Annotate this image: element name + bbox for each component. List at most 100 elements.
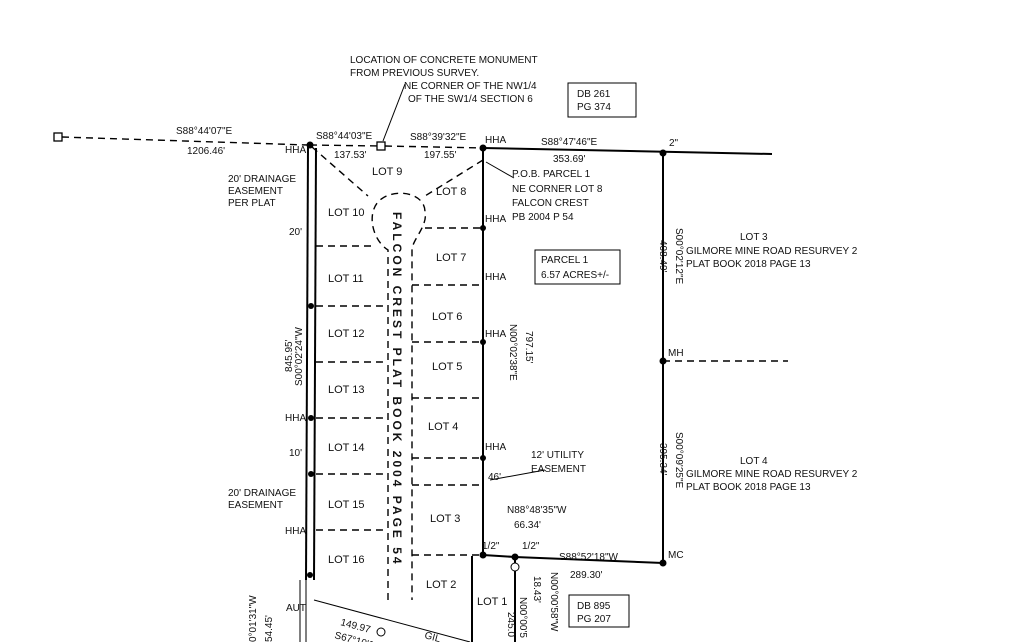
parcel-box xyxy=(534,249,621,285)
parcel-name: PARCEL 1 xyxy=(541,255,589,266)
bearing-n88: N88°48'35"W xyxy=(507,505,567,516)
bearing-s67: S67°10'1 xyxy=(333,630,375,642)
point-mh xyxy=(659,357,667,365)
point-mid-3 xyxy=(480,455,486,461)
pob-line2: NE CORNER LOT 8 xyxy=(512,184,603,195)
point-ne xyxy=(659,149,667,157)
utility-1: 12' UTILITY xyxy=(531,450,584,461)
bearing-west-dist: 845.95' xyxy=(284,339,295,372)
drainage-bottom-2: EASEMENT xyxy=(228,500,283,511)
bearing-sw-dist: 54.45' xyxy=(264,615,275,642)
bearing-n00-58: N00°00'58"W xyxy=(548,572,559,632)
deed-bottom-line2: PG 207 xyxy=(577,614,611,625)
lot-5: LOT 5 xyxy=(432,361,462,373)
parcel-area: 6.57 ACRES+/- xyxy=(541,270,609,281)
bearing-b2: S88°44'03"E xyxy=(316,131,372,142)
adj-lot3-sub2: PLAT BOOK 2018 PAGE 13 xyxy=(686,259,811,270)
bearing-n00-58-dist: 18.43' xyxy=(531,576,542,603)
point-pob xyxy=(479,144,487,152)
point-west-2 xyxy=(308,415,314,421)
hha-label-nw: HHA xyxy=(285,145,306,156)
point-mid-2 xyxy=(480,339,486,345)
adj-lot3-title: LOT 3 xyxy=(740,232,768,243)
dist-46: 46' xyxy=(488,472,501,483)
lot-7: LOT 7 xyxy=(436,252,466,264)
lot-15: LOT 15 xyxy=(328,499,365,511)
dist-10: 10' xyxy=(289,448,302,459)
bearing-mid: N00°02'38"E xyxy=(507,324,518,381)
lot-1: LOT 1 xyxy=(477,596,507,608)
mh-label: MH xyxy=(668,348,684,359)
street-name: FALCON CREST PLAT BOOK 2004 PAGE 54 xyxy=(390,212,404,567)
adj-lot4-title: LOT 4 xyxy=(740,456,768,467)
point-mid-south xyxy=(479,551,487,559)
deed-top-line1: DB 261 xyxy=(577,89,611,100)
bearing-east-upper-dist: 408.49' xyxy=(657,240,668,273)
pob-line4: PB 2004 P 54 xyxy=(512,212,574,223)
bearing-b3-dist: 197.55' xyxy=(424,150,457,161)
bearing-sw: 0°01'31"W xyxy=(248,595,259,642)
utility-2: EASEMENT xyxy=(531,464,586,475)
note-ne-corner-1: NE CORNER OF THE NW1/4 xyxy=(404,81,537,92)
hha-label-west1: HHA xyxy=(285,413,306,424)
drainage-top-1: 20' DRAINAGE xyxy=(228,174,296,185)
bearing-east-upper: S00°02'12"E xyxy=(673,228,684,284)
point-nw xyxy=(306,141,314,149)
pob-line3: FALCON CREST xyxy=(512,198,589,209)
deed-bottom-line1: DB 895 xyxy=(577,601,611,612)
half-inch-1: 1/2" xyxy=(482,541,500,552)
point-open-south xyxy=(376,627,386,637)
pob-line1: P.O.B. PARCEL 1 xyxy=(512,169,591,180)
bearing-b1-dist: 1206.46' xyxy=(187,146,225,157)
hha-label-west2: HHA xyxy=(285,526,306,537)
adj-lot4-sub2: PLAT BOOK 2018 PAGE 13 xyxy=(686,482,811,493)
lot-16: LOT 16 xyxy=(328,554,365,566)
lot-12: LOT 12 xyxy=(328,328,365,340)
survey-points xyxy=(306,141,667,637)
adj-lot4-sub1: GILMORE MINE ROAD RESURVEY 2 xyxy=(686,469,858,480)
monument-west-marker xyxy=(53,132,63,142)
adj-lot3-sub1: GILMORE MINE ROAD RESURVEY 2 xyxy=(686,246,858,257)
road-partial: GIL xyxy=(423,630,442,642)
deed-box-top xyxy=(567,82,637,118)
lot-6: LOT 6 xyxy=(432,311,462,323)
leader-lines xyxy=(382,83,546,481)
point-mid-1 xyxy=(480,225,486,231)
bearing-b3: S88°39'32"E xyxy=(410,132,466,143)
lot-11: LOT 11 xyxy=(328,273,364,285)
deed-top-line2: PG 374 xyxy=(577,102,611,113)
hha-label-mid3: HHA xyxy=(485,329,506,340)
deed-box-bottom xyxy=(568,594,630,628)
bearing-b4-dist: 353.69' xyxy=(553,154,586,165)
concrete-monument-marker xyxy=(376,141,386,151)
hha-label-mid4: HHA xyxy=(485,442,506,453)
mc-label: MC xyxy=(668,550,684,561)
hha-label-mid1: HHA xyxy=(485,214,506,225)
aut-label: AUT xyxy=(286,603,306,614)
bearing-n00-05: N00°00'5 xyxy=(517,597,528,638)
lot-10: LOT 10 xyxy=(328,207,365,219)
bearing-b1: S88°44'07"E xyxy=(176,126,232,137)
point-west-3 xyxy=(308,471,314,477)
hha-label-top: HHA xyxy=(485,135,506,146)
bearing-n00-05-dist: 245.0 xyxy=(505,612,516,637)
half-inch-2: 1/2" xyxy=(522,541,540,552)
bearing-s88: S88°52'18"W xyxy=(559,552,618,563)
bearing-s88-dist: 289.30' xyxy=(570,570,603,581)
lot-14: LOT 14 xyxy=(328,442,365,454)
point-west-4 xyxy=(307,572,313,578)
bearing-b2-dist: 137.53' xyxy=(334,150,367,161)
dist-20: 20' xyxy=(289,227,302,238)
point-west-1 xyxy=(308,303,314,309)
bearing-b4: S88°47'46"E xyxy=(541,137,597,148)
lot-13: LOT 13 xyxy=(328,384,365,396)
hha-label-mid2: HHA xyxy=(485,272,506,283)
lot-2: LOT 2 xyxy=(426,579,456,591)
note-monument-2: FROM PREVIOUS SURVEY. xyxy=(350,68,479,79)
drainage-top-3: PER PLAT xyxy=(228,198,276,209)
bearing-east-lower: S00°09'25"E xyxy=(673,432,684,488)
point-half-inch xyxy=(511,553,519,561)
point-open-circle xyxy=(510,562,520,572)
two-inch-label: 2" xyxy=(669,138,679,149)
